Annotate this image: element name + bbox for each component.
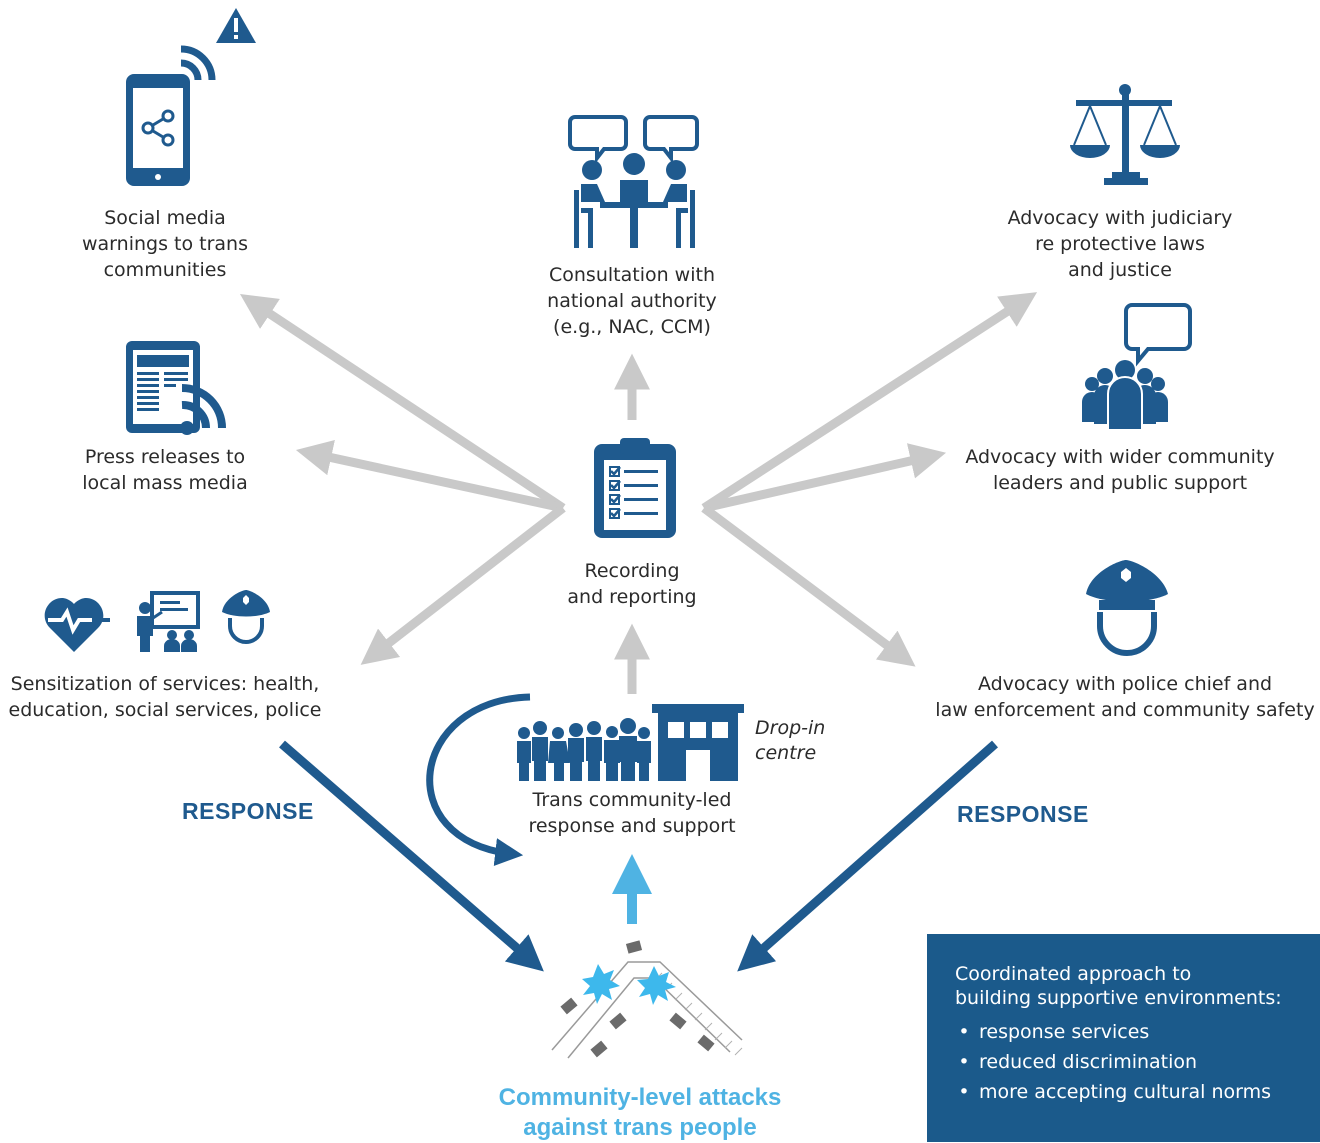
- legend-item-text: more accepting cultural norms: [979, 1081, 1271, 1103]
- label-line: Press releases to: [84, 446, 246, 468]
- people-group-icon: [517, 718, 651, 781]
- police-officer-small-icon: [222, 590, 270, 644]
- label-line: Social media: [104, 207, 226, 229]
- label-line: and justice: [1068, 259, 1172, 281]
- label-line: law enforcement and community safety: [935, 699, 1315, 721]
- arrow-to-sensitization: [360, 504, 566, 665]
- legend-box: Coordinated approach to building support…: [927, 934, 1320, 1142]
- label-line: Advocacy with judiciary: [1007, 207, 1233, 229]
- classroom-icon: [137, 591, 200, 652]
- label-line: leaders and public support: [992, 472, 1248, 494]
- label-line: communities: [103, 259, 227, 281]
- drop-in-centre-label: Drop-in centre: [755, 716, 825, 766]
- label-line: Sensitization of services: health,: [10, 673, 320, 695]
- bullet-icon: •: [958, 1081, 970, 1103]
- building-icon: [652, 704, 744, 781]
- legend-title: building supportive environments:: [955, 987, 1282, 1009]
- police-officer-icon: [1086, 560, 1168, 656]
- arrow-to-community-leaders: [702, 443, 947, 513]
- social-media-label: Social media warnings to trans communiti…: [40, 205, 290, 283]
- meeting-icon: [568, 115, 699, 248]
- label-line: and reporting: [567, 586, 697, 608]
- street-attack-icon: [551, 940, 743, 1059]
- trans-community-label: Trans community-led response and support: [502, 787, 762, 839]
- arrow-to-judiciary: [701, 292, 1038, 512]
- smartphone-share-icon: [126, 74, 190, 186]
- label-line: national authority: [547, 290, 717, 312]
- label-line: against trans people: [523, 1114, 757, 1141]
- legend-item: • response services: [955, 1020, 1320, 1044]
- bullet-icon: •: [958, 1051, 970, 1073]
- legend-item-text: reduced discrimination: [979, 1051, 1198, 1073]
- consultation-label: Consultation with national authority (e.…: [507, 262, 757, 340]
- judiciary-label: Advocacy with judiciary re protective la…: [975, 205, 1265, 283]
- legend-item-text: response services: [979, 1021, 1150, 1043]
- community-speech-icon: [1082, 303, 1192, 431]
- sensitization-label: Sensitization of services: health, educa…: [0, 671, 330, 723]
- wifi-icon: [176, 45, 216, 85]
- label-line: Recording: [584, 560, 680, 582]
- warning-icon: [216, 8, 256, 43]
- scales-of-justice-icon: [1070, 84, 1180, 185]
- response-label-right: RESPONSE: [957, 801, 1089, 827]
- label-line: warnings to trans: [82, 233, 248, 255]
- legend-item: • reduced discrimination: [955, 1050, 1320, 1074]
- label-line: education, social services, police: [8, 699, 322, 721]
- label-line: Advocacy with wider community: [965, 446, 1275, 468]
- bullet-icon: •: [958, 1021, 970, 1043]
- label-line: local mass media: [82, 472, 248, 494]
- response-arrow-left: [279, 740, 544, 972]
- recording-label: Recording and reporting: [532, 558, 732, 610]
- clipboard-checklist-icon: [594, 438, 676, 538]
- label-line: Advocacy with police chief and: [977, 673, 1273, 695]
- label-line: centre: [755, 742, 817, 764]
- arrow-to-social-media: [239, 294, 566, 512]
- heartbeat-icon: [44, 597, 110, 652]
- response-label-left: RESPONSE: [182, 798, 314, 824]
- curved-support-arrow: [426, 693, 531, 866]
- press-label: Press releases to local mass media: [40, 444, 290, 496]
- label-line: Trans community-led: [532, 789, 732, 811]
- label-line: re protective laws: [1035, 233, 1205, 255]
- label-line: Consultation with: [549, 264, 715, 286]
- label-line: (e.g., NAC, CCM): [553, 316, 711, 338]
- community-leaders-label: Advocacy with wider community leaders an…: [950, 444, 1290, 496]
- legend-list: • response services • reduced discriminati…: [955, 1020, 1320, 1104]
- response-arrow-right: [737, 740, 998, 972]
- legend-title: Coordinated approach to: [955, 963, 1192, 985]
- arrow-to-police: [701, 504, 916, 667]
- police-label: Advocacy with police chief and law enfor…: [930, 671, 1320, 723]
- arrow-to-press: [295, 439, 564, 513]
- label-line: Drop-in: [755, 717, 826, 739]
- label-line: response and support: [528, 815, 736, 837]
- label-line: Community-level attacks: [498, 1084, 782, 1111]
- attacks-label: Community-level attacks against trans pe…: [440, 1083, 840, 1143]
- legend-item: • more accepting cultural norms: [955, 1080, 1320, 1104]
- news-tablet-icon: [126, 341, 226, 435]
